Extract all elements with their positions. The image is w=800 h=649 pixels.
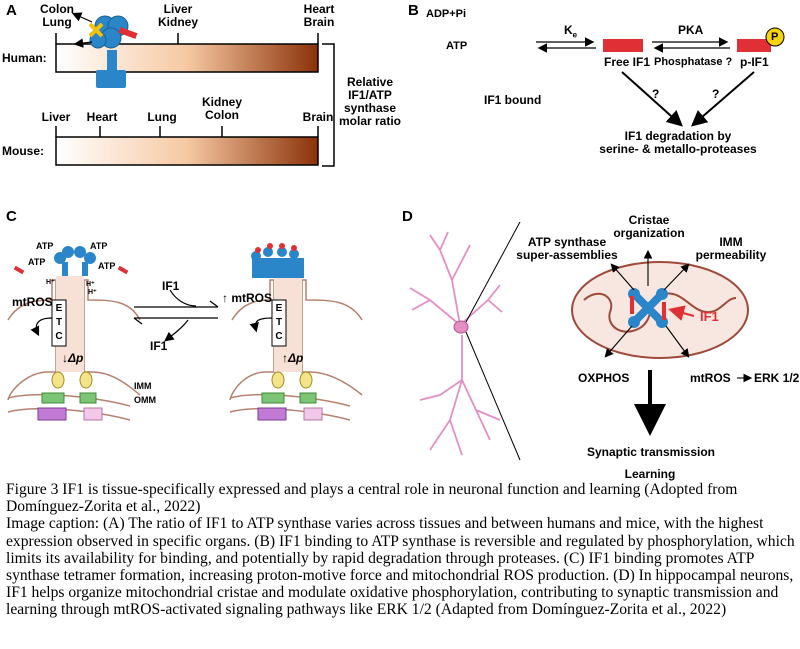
panel-c-letter: C	[6, 208, 17, 225]
mtros-left-label: mtROS	[12, 295, 53, 309]
figure-graphic	[7, 12, 785, 461]
atp-tag-4: ATP	[98, 261, 116, 271]
mouse-tick-heart: Heart	[86, 110, 118, 124]
learning-label: Learning	[624, 467, 676, 481]
oxphos-label: OXPHOS	[578, 371, 630, 385]
human-tick-liver-kidney: Liver Kidney	[157, 2, 198, 29]
mtros-d-label: mtROS	[690, 371, 731, 385]
p-badge-label: P	[771, 31, 779, 43]
mouse-tick-lung: Lung	[147, 110, 177, 124]
ke-label: Ke	[564, 23, 578, 40]
atp-synthase-dimer-icon	[54, 246, 96, 276]
mouse-ratio-bar	[55, 136, 319, 166]
human-label: Human:	[2, 51, 47, 65]
imm-label: IMM	[134, 381, 152, 391]
neuron-icon	[409, 231, 503, 456]
erk-label: ERK 1/2	[754, 371, 800, 385]
delta-p-left: ↓Δp	[62, 351, 84, 365]
etc-box-left	[51, 299, 67, 347]
etc-box-right	[271, 299, 287, 347]
if1-label-d: IF1	[700, 309, 719, 324]
image-caption-text: Image caption: (A) The ratio of IF1 to A…	[6, 515, 795, 619]
phosphatase-label: Phosphatase ?	[654, 56, 733, 68]
free-if1-icon	[603, 39, 643, 52]
mouse-tick-brain: Brain	[302, 110, 334, 124]
free-if1-label: Free IF1	[604, 55, 651, 69]
atp-tag-2: ATP	[90, 241, 108, 251]
atp-label: ATP	[446, 40, 468, 52]
if1-bound-label: IF1 bound	[484, 93, 542, 107]
mouse-label: Mouse:	[2, 144, 44, 158]
panel-a-letter: A	[6, 2, 17, 19]
panel-b	[71, 12, 785, 127]
mouse-tick-kidney-colon: Kidney Colon	[201, 95, 242, 122]
adp-label: ADP+Pi	[426, 8, 467, 20]
human-tick-heart-brain: Heart Brain	[303, 2, 335, 29]
figure-caption: Figure 3 IF1 is tissue-specifically expr…	[6, 481, 796, 619]
imm-permeability-label: IMM permeability	[695, 235, 767, 262]
atp-synthase-bound-icon	[88, 15, 138, 88]
bracket-label: Relative IF1/ATP synthase molar ratio	[338, 75, 401, 128]
atp-tag-1: ATP	[36, 241, 54, 251]
human-ratio-bar	[55, 43, 319, 73]
mouse-tick-liver: Liver	[41, 110, 71, 124]
degradation-label: IF1 degradation by serine- & metallo-pro…	[599, 129, 757, 156]
h-tag-3: H⁺	[88, 289, 97, 296]
mtros-right-label: ↑ mtROS	[222, 291, 273, 305]
panel-a	[55, 33, 335, 167]
panel-d	[409, 221, 753, 461]
mitochondrion-icon	[571, 261, 749, 359]
omm-label: OMM	[134, 395, 156, 405]
atp-synthase-label: ATP synthase super-assemblies	[516, 235, 618, 262]
atp-tag-3: ATP	[28, 257, 46, 267]
h-tag-2: H⁺	[86, 281, 95, 288]
figure-title-text: Figure 3 IF1 is tissue-specifically expr…	[6, 481, 738, 516]
panel-d-letter: D	[402, 208, 413, 225]
synaptic-label: Synaptic transmission	[586, 445, 716, 459]
cristae-label: Cristae organization	[613, 213, 685, 240]
pka-label: PKA	[678, 23, 704, 37]
question-left: ?	[652, 87, 660, 101]
if1-top-label: IF1	[162, 279, 180, 293]
atp-synthase-tetramer-icon	[251, 243, 304, 278]
panel-c	[7, 243, 363, 421]
panel-b-letter: B	[408, 2, 419, 19]
question-right: ?	[712, 87, 720, 101]
human-tick-colon-lung: Colon Lung	[40, 2, 74, 29]
p-if1-icon	[737, 39, 771, 52]
if1-bottom-label: IF1	[150, 339, 168, 353]
phosphate-badge	[765, 27, 785, 47]
delta-p-right: ↑Δp	[282, 351, 304, 365]
h-tag-1: H⁺	[46, 279, 55, 286]
p-if1-label: p-IF1	[740, 55, 769, 69]
ratio-bracket	[322, 43, 335, 167]
